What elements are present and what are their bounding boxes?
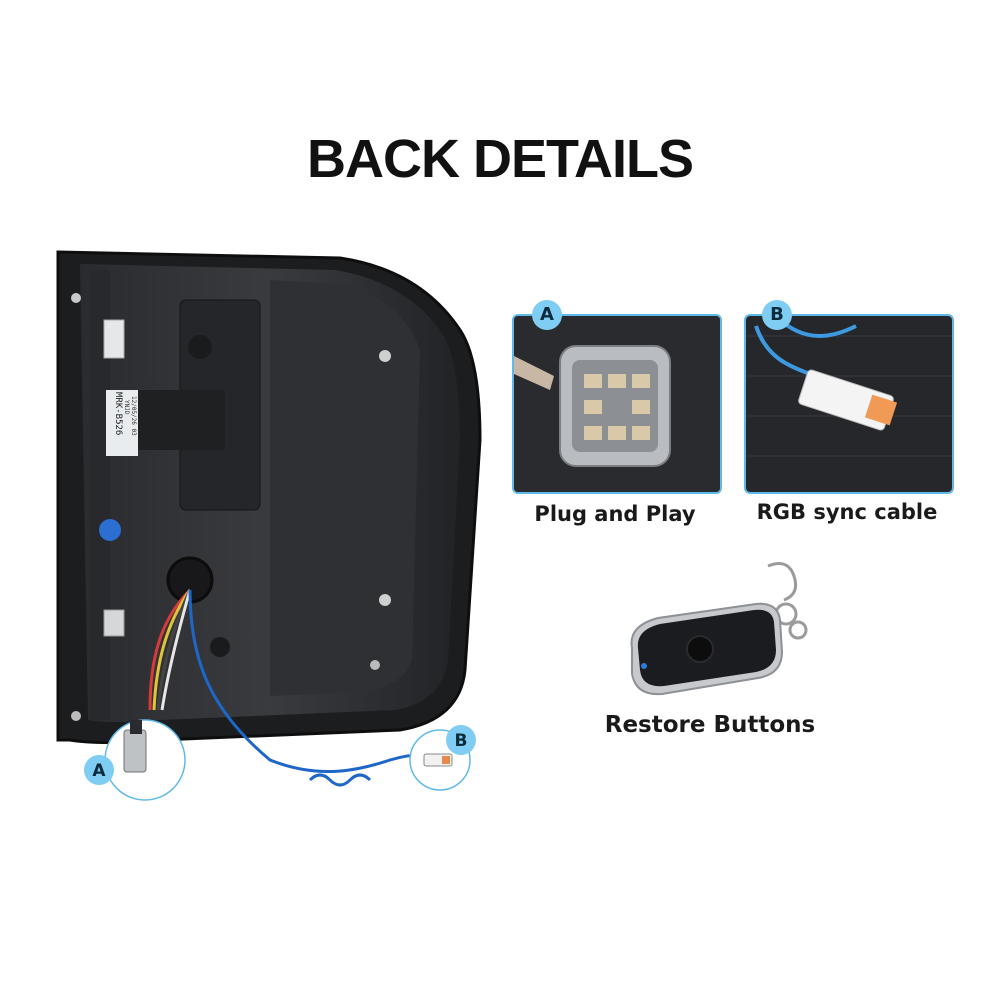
part-label-line-1: MRK-B526 (113, 392, 123, 435)
main-badge-b: B (455, 731, 468, 751)
rgb-sync-cable-caption: RGB sync cable (756, 500, 938, 524)
plug-connector-photo (512, 314, 722, 494)
restore-buttons-caption: Restore Buttons (604, 712, 816, 738)
plug-and-play-caption: Plug and Play (534, 502, 696, 526)
rgb-sync-cable-photo (744, 314, 954, 494)
part-label-line-2: YNJD (123, 400, 130, 415)
page-title: BACK DETAILS (307, 129, 694, 189)
detail-badge-a: A (532, 300, 562, 330)
detail-badge-b: B (762, 300, 792, 330)
main-badge-a: A (92, 761, 106, 781)
part-label-line-3: 12/05/26 03 (130, 396, 137, 436)
remote-key-fob-photo (630, 562, 808, 696)
tail-light-back-photo: MRK-B526 YNJD 12/05/26 03 A B (56, 250, 482, 801)
